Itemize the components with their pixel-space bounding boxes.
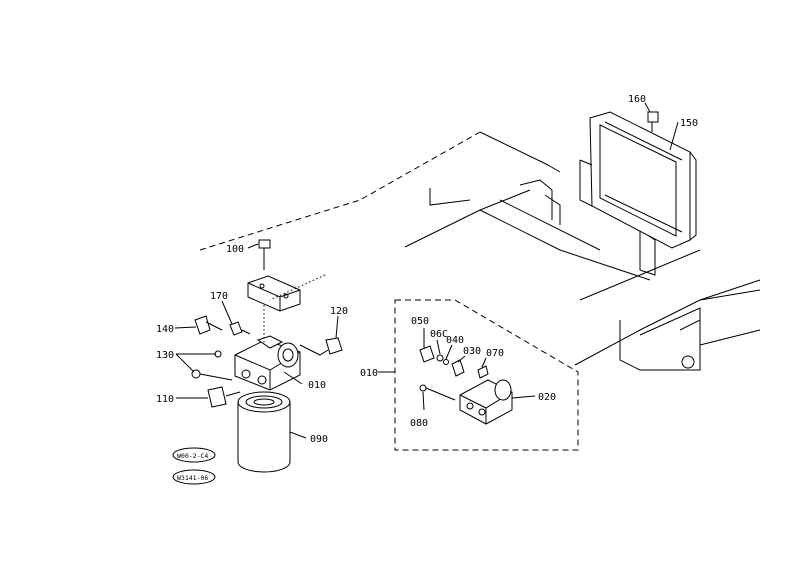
- label-050: 050: [411, 316, 429, 327]
- label-100: 100: [226, 244, 244, 255]
- fitting-120: [299, 337, 343, 356]
- label-080: 080: [410, 418, 428, 429]
- label-110: 110: [156, 394, 174, 405]
- label-040: 040: [446, 335, 464, 346]
- label-010-right: 010: [360, 368, 378, 379]
- reference-stamps: W00-2-C4 W3141-06: [172, 447, 216, 485]
- label-140: 140: [156, 324, 174, 335]
- label-020: 020: [538, 392, 556, 403]
- mounting-bracket: [247, 275, 301, 312]
- label-060: 06C: [430, 329, 448, 340]
- label-120: 120: [330, 306, 348, 317]
- detail-box: [378, 299, 579, 451]
- oil-filter-cartridge: [237, 391, 291, 473]
- bolt-100: [258, 239, 271, 270]
- label-010-left: 010: [308, 380, 326, 391]
- label-090: 090: [310, 434, 328, 445]
- fitting-140: [174, 315, 223, 335]
- label-070: 070: [486, 348, 504, 359]
- label-160: 160: [628, 94, 646, 105]
- part-labels: 160 150 100 170 120 140 130 010 110 090 …: [156, 94, 698, 445]
- label-130: 130: [156, 350, 174, 361]
- bolt-160: [647, 111, 659, 132]
- filter-head: [234, 274, 326, 391]
- frame-outline: [199, 131, 761, 371]
- label-030: 030: [463, 346, 481, 357]
- fitting-170: [229, 321, 251, 336]
- label-150: 150: [680, 118, 698, 129]
- stamp-1: W00-2-C4: [177, 452, 208, 460]
- leader-lines: [175, 102, 679, 439]
- label-170: 170: [210, 291, 228, 302]
- stamp-2: W3141-06: [177, 474, 208, 482]
- oil-cooler: [579, 111, 697, 249]
- plugs-130: [191, 350, 233, 381]
- detail-parts: [419, 345, 513, 425]
- switch-110: [207, 386, 241, 408]
